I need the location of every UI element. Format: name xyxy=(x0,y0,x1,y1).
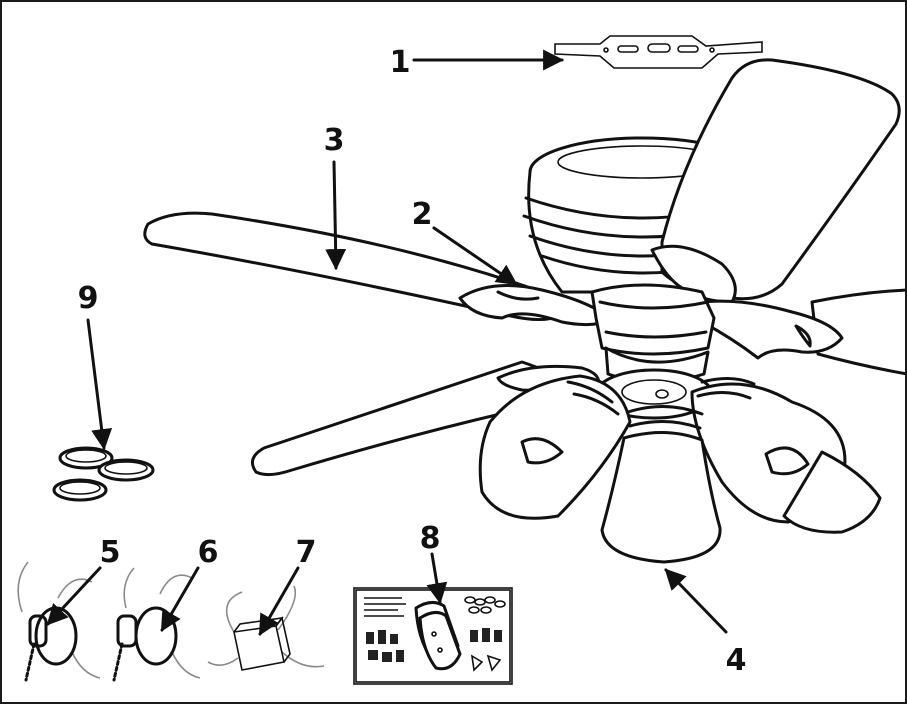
callout-8: 8 xyxy=(420,521,441,556)
fan-blade-right xyxy=(810,288,905,376)
leader-2 xyxy=(432,226,518,286)
fan-blade-upper-right xyxy=(660,58,901,301)
callout-9: 9 xyxy=(78,281,99,316)
callout-4: 4 xyxy=(726,643,747,678)
leader-3 xyxy=(325,160,347,271)
hardware-washers-right xyxy=(464,596,506,672)
leader-7 xyxy=(258,566,300,636)
leader-9 xyxy=(86,318,113,451)
leader-8 xyxy=(426,552,448,605)
leader-6 xyxy=(160,566,200,632)
callout-numbers: 1 2 3 4 5 6 7 8 9 xyxy=(78,45,747,678)
mounting-bracket xyxy=(554,35,763,69)
callout-7: 7 xyxy=(296,535,317,570)
callout-5: 5 xyxy=(100,535,121,570)
callout-3: 3 xyxy=(324,123,345,158)
capacitor-7 xyxy=(207,585,325,671)
leader-lines xyxy=(46,49,728,636)
rings-set xyxy=(52,446,155,502)
callout-6: 6 xyxy=(198,535,219,570)
light-kit xyxy=(478,368,882,564)
hardware-screws-left xyxy=(366,630,404,662)
blade-irons xyxy=(458,244,844,392)
hardware-card-8 xyxy=(353,587,513,685)
callout-2: 2 xyxy=(412,197,433,232)
leader-4 xyxy=(664,568,728,634)
switch-housing xyxy=(590,283,716,384)
leader-5 xyxy=(46,566,102,626)
callout-1: 1 xyxy=(390,45,411,80)
